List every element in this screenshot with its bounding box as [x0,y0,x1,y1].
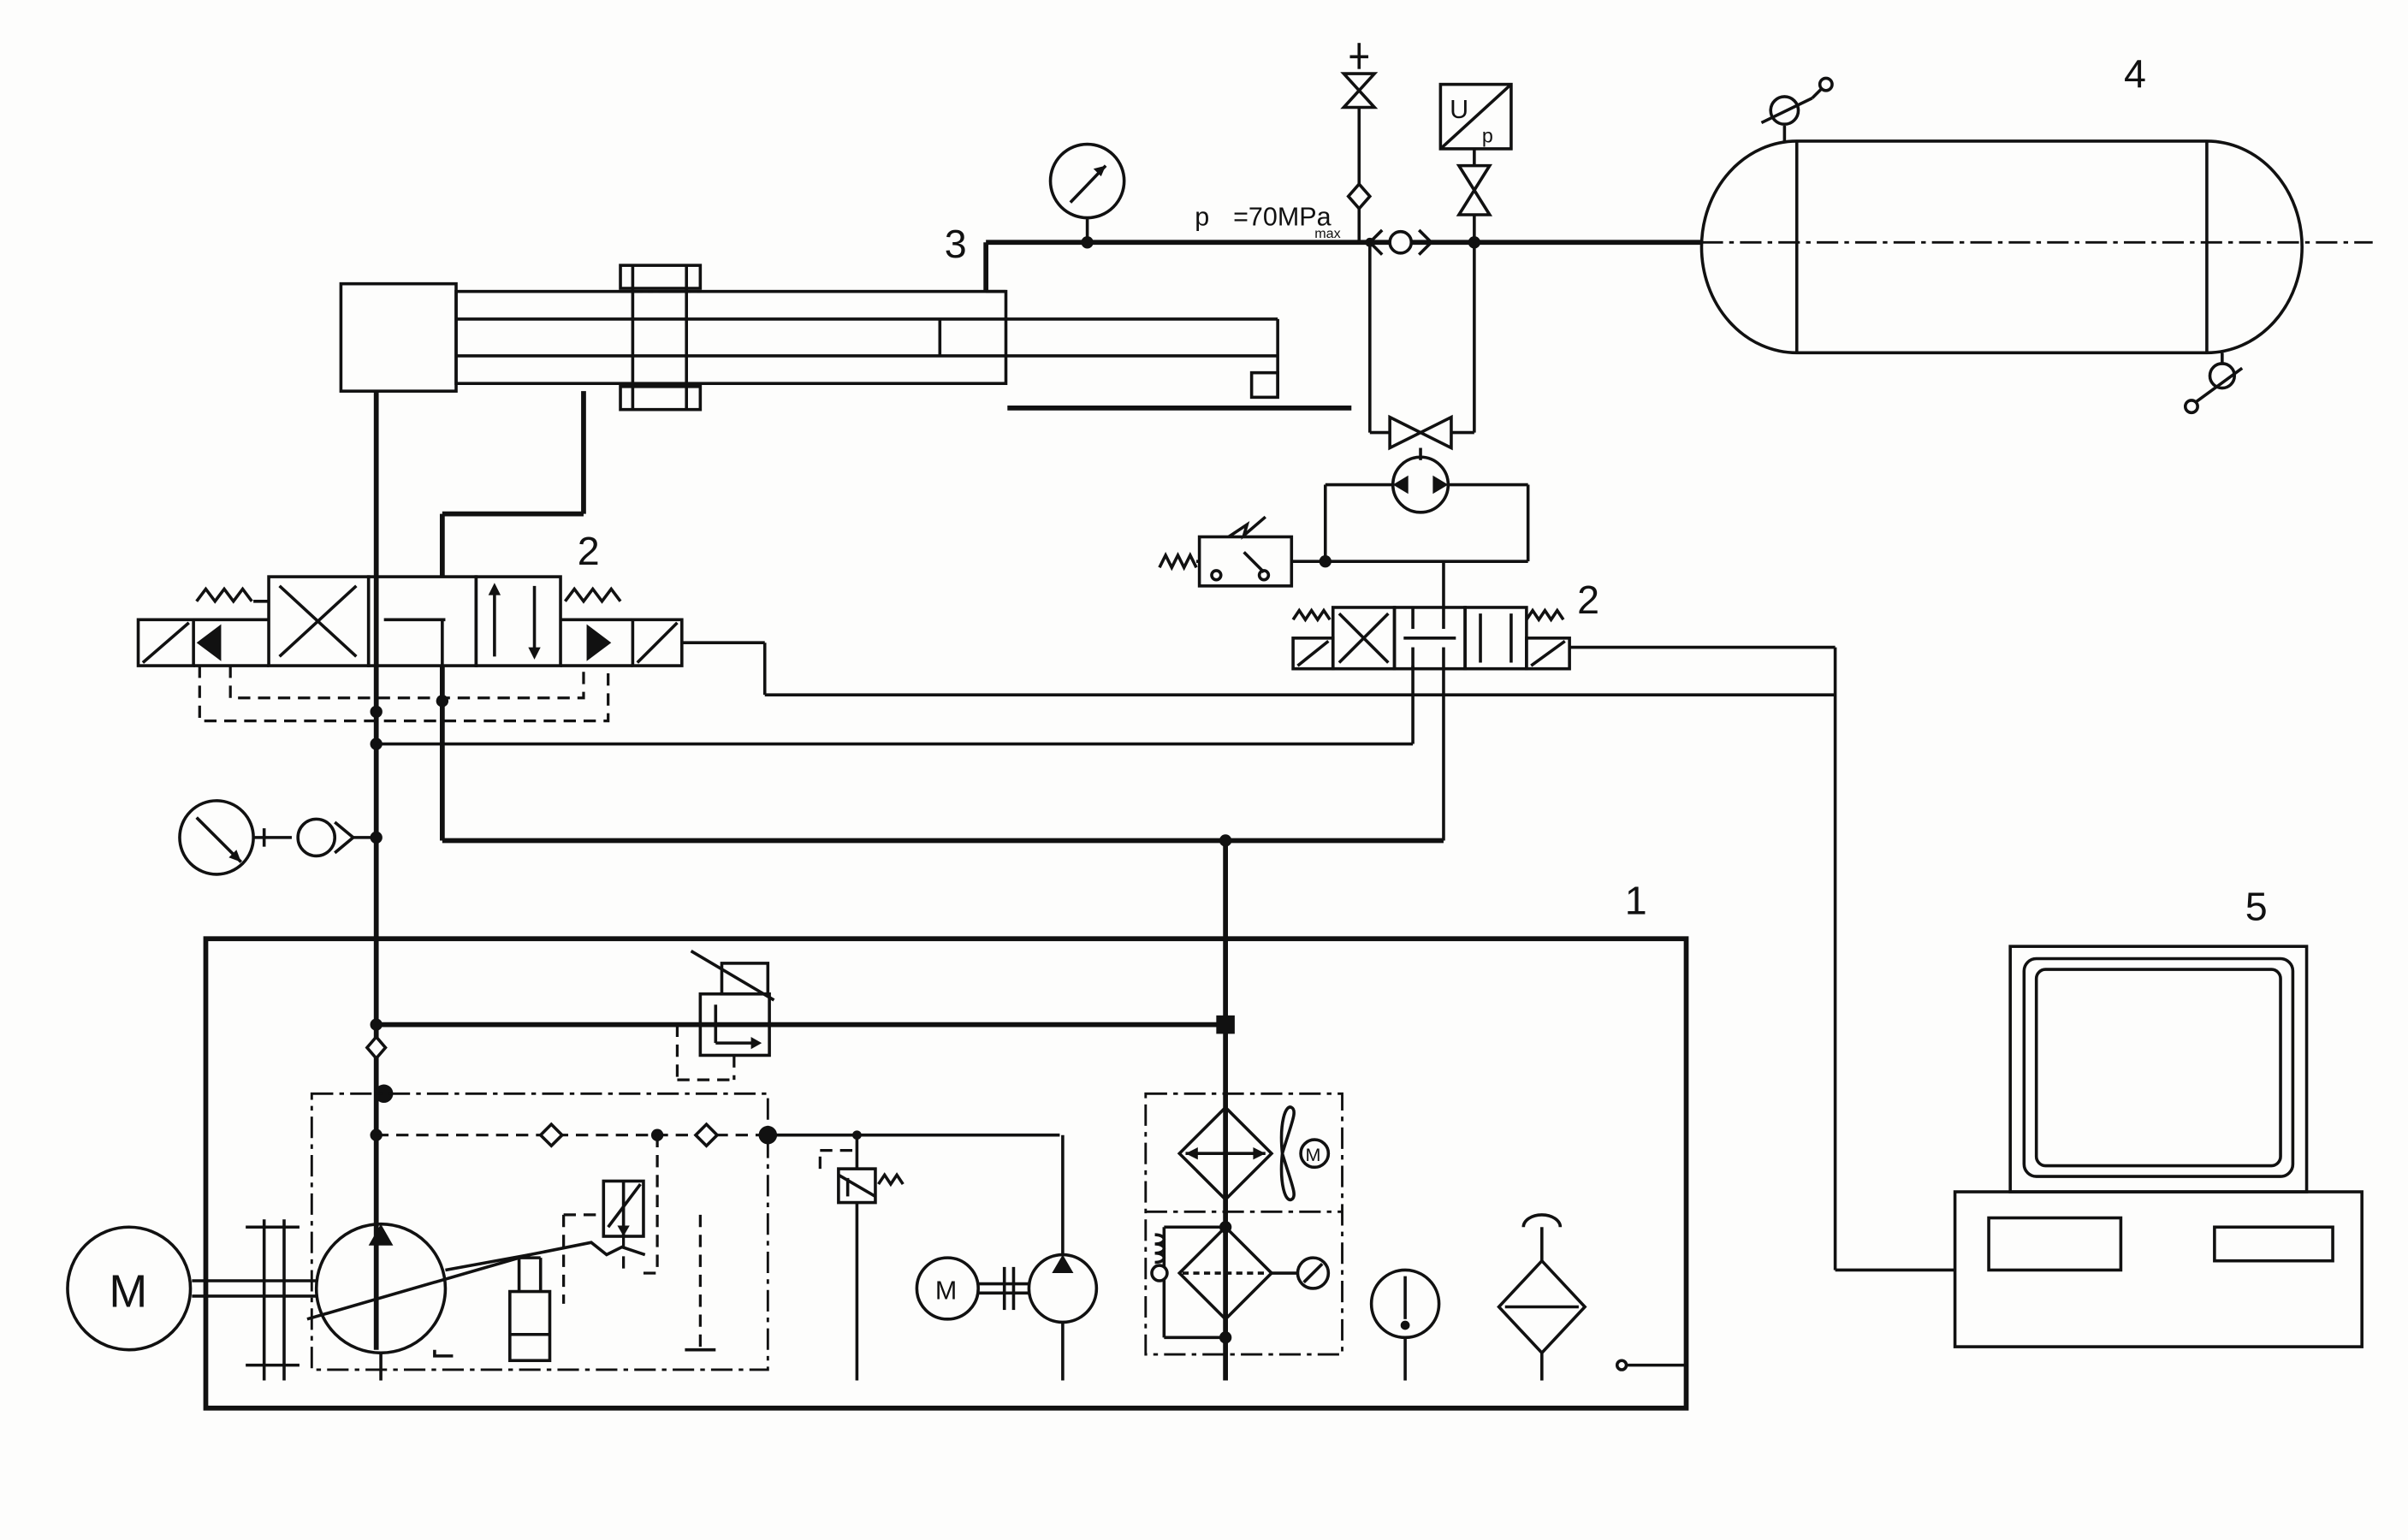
test-vessel [1699,76,2373,415]
aux-motor-label: M [935,1276,957,1306]
compensator-icon [562,1134,716,1352]
computer [1953,945,2364,1348]
manometer-icon [178,799,383,876]
main-motor-label: M [109,1266,147,1318]
label-valve-right: 2 [1577,578,1599,622]
control-cylinder-icon [508,1256,552,1363]
relief-valve-icon [675,950,775,1081]
thermometer-gauge-icon [1369,1268,1441,1381]
power-unit: M M [66,936,1689,1411]
directional-valve-right [1291,606,1571,671]
pressure-value: =70MPa [1233,203,1331,232]
vent-valve-icon [1340,43,1379,243]
thermometer-icon [1760,76,1834,141]
pressure-switch-icon [1158,515,1326,588]
breather-filter-icon [1497,1213,1587,1381]
variable-pump-icon [306,1222,646,1381]
label-power-unit: 1 [1625,879,1647,923]
pressure-gauge-icon [1048,142,1126,249]
test-cylinder [339,264,1352,412]
cooler-filter-icon: M [1144,1092,1343,1356]
hydraulic-motor-icon [1319,455,1530,568]
transducer-p: p [1482,125,1493,147]
check-valve-icon [1365,228,1434,256]
transducer-u: U [1450,95,1468,124]
label-cylinder: 3 [945,222,967,266]
label-computer: 5 [2245,885,2268,929]
pressure-annotation: p =70MPa max [1195,203,1340,241]
pressure-transducer-icon: U p [1438,82,1513,249]
pressure-subscript: max [1314,226,1340,241]
svg-text:M: M [1305,1145,1320,1165]
aux-motor-pump-icon: M [915,1134,1099,1381]
aux-relief-valve-icon [818,1130,904,1381]
main-motor-icon: M [66,1225,193,1352]
drain-valve-icon [2183,352,2244,415]
label-valve-left: 2 [578,529,600,573]
label-vessel: 4 [2124,51,2146,96]
directional-valve-left [136,575,684,723]
isolation-valve-icon [1388,414,1453,451]
pressure-symbol: p [1195,203,1209,232]
